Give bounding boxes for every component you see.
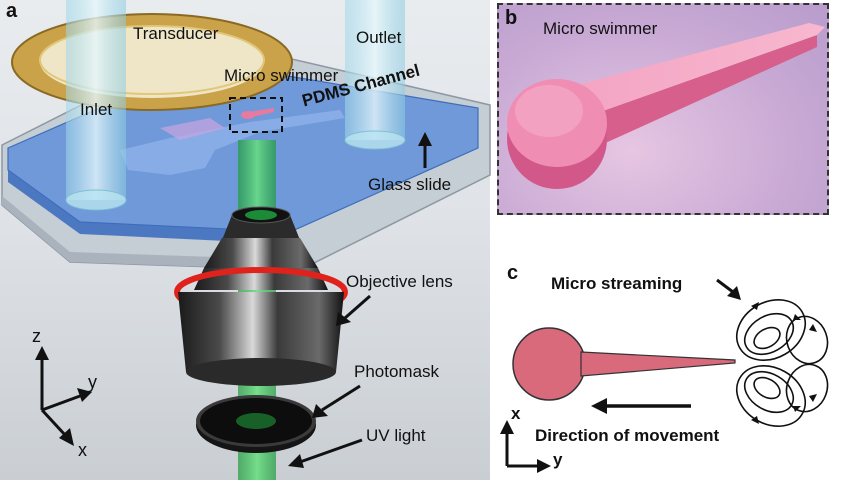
uv-light-label: UV light [366, 426, 426, 445]
panel-b-letter: b [505, 7, 518, 29]
direction-of-movement-label: Direction of movement [535, 426, 720, 445]
inlet-tube [65, 0, 127, 211]
panel-a-setup-illustration: a Transducer Outlet Micro swimmer Inlet … [0, 0, 491, 480]
outlet-label: Outlet [356, 28, 402, 47]
streaming-schematic [500, 278, 829, 473]
photomask [196, 395, 316, 453]
panel-b-swimmer-render: b Micro swimmer [497, 3, 829, 215]
micro-streaming-label: Micro streaming [551, 274, 683, 293]
panel-c-streaming-schematic: c Micro streaming Direction of movement … [495, 240, 840, 478]
streaming-loops [736, 299, 829, 427]
swimmer-silhouette [512, 327, 736, 401]
panel-c-letter: c [507, 262, 519, 284]
micro-swimmer-label: Micro swimmer [224, 66, 339, 85]
transducer-label: Transducer [133, 24, 219, 43]
axes-triad-c [500, 420, 551, 473]
photomask-label: Photomask [354, 362, 440, 381]
axis-x-label-c: x [511, 404, 521, 423]
swimmer-highlight [229, 97, 283, 133]
axis-y-label: y [88, 372, 97, 392]
axis-x-label: x [78, 440, 87, 460]
glass-slide-label: Glass slide [368, 175, 452, 194]
axis-z-label: z [32, 326, 41, 346]
micro-streaming-arrow [716, 278, 741, 300]
objective-lens-label: Objective lens [346, 272, 453, 291]
objective-lens [174, 206, 348, 386]
axes-triad-a [35, 346, 92, 446]
annotation-arrows [288, 132, 432, 468]
setup-drawing [1, 0, 491, 480]
panel-b-title: Micro swimmer [543, 19, 658, 38]
swimmer-render [507, 23, 825, 189]
streaming-arrowheads [751, 302, 817, 424]
direction-arrow [591, 398, 691, 414]
inlet-label: Inlet [80, 100, 113, 119]
axis-y-label-c: y [553, 450, 563, 469]
outlet-tube [344, 0, 406, 150]
panel-a-letter: a [6, 0, 18, 22]
